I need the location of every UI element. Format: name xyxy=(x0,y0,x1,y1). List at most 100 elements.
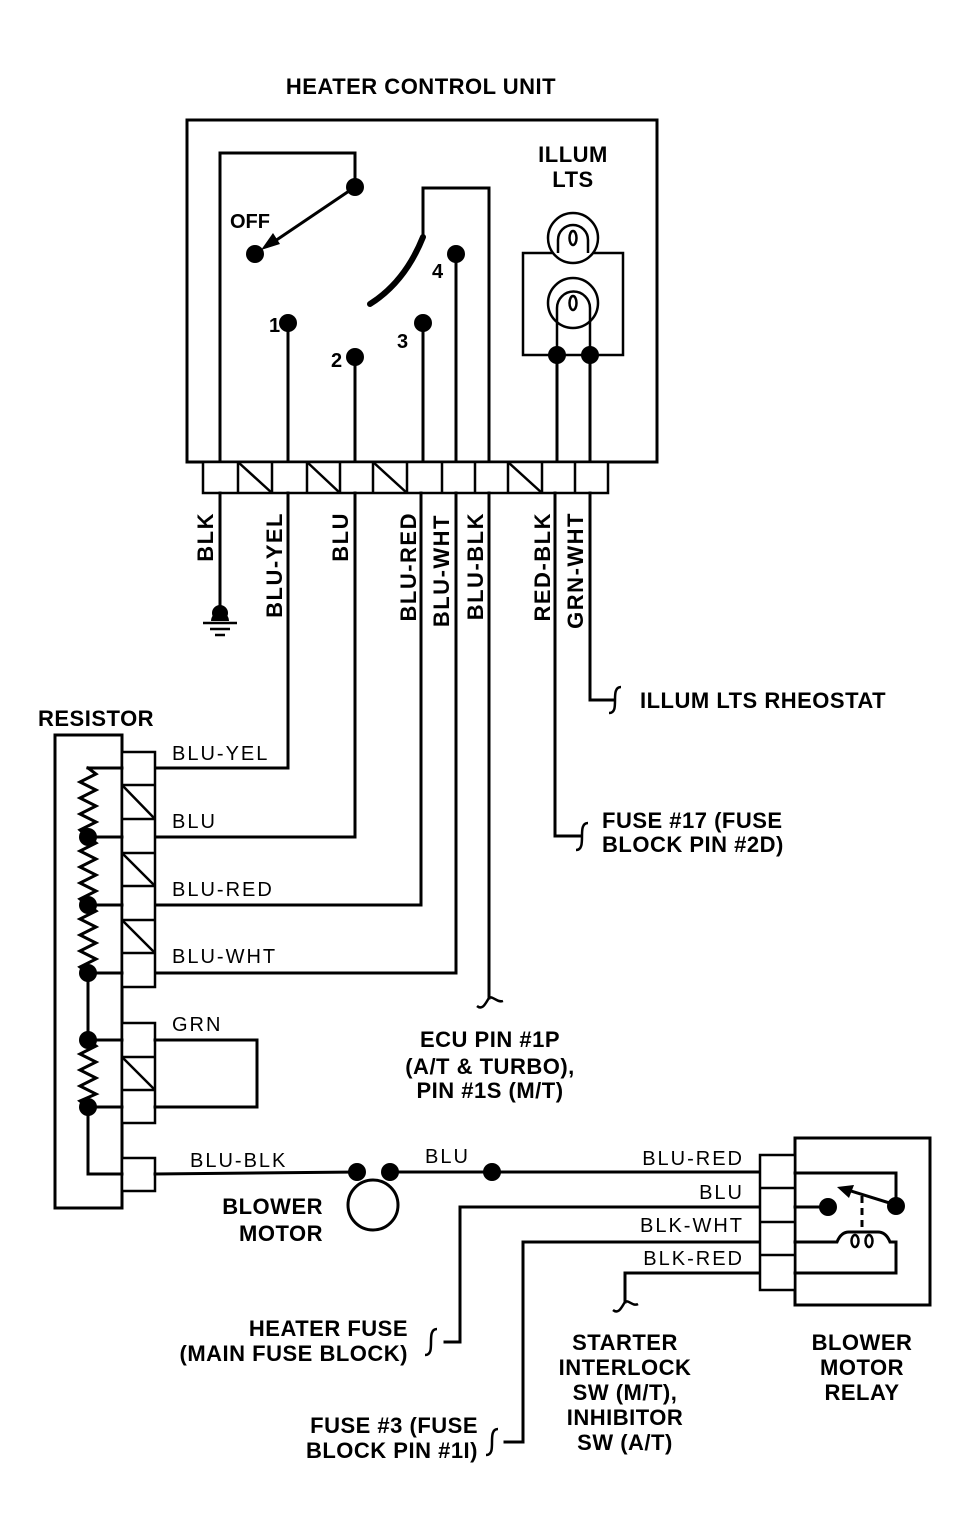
illum-label-line1: ILLUM xyxy=(538,142,608,167)
lamp-bulb-icon xyxy=(546,211,600,265)
blower-motor-label-line1: BLOWER xyxy=(222,1194,323,1219)
relay-coil-loop-icon xyxy=(850,1233,860,1249)
wire-label-blu: BLU xyxy=(328,512,353,562)
resistor-wire-label-blu: BLU xyxy=(172,811,217,833)
hcu-connector-dividers xyxy=(236,462,577,493)
hcu-pin3-dot xyxy=(414,314,432,332)
continuation-squiggle-icon xyxy=(476,996,504,1009)
dest-ecu-line2: (A/T & TURBO), xyxy=(405,1054,575,1079)
wire-grn-wht xyxy=(588,491,615,702)
dest-ecu-line3: PIN #1S (M/T) xyxy=(416,1078,563,1103)
resistor-tap-dot xyxy=(79,1098,97,1116)
switch-arrow-icon xyxy=(261,233,280,250)
wire-blk-wht-fuse3 xyxy=(503,1240,762,1444)
wire-label-grn-wht: GRN-WHT xyxy=(563,512,588,629)
wire-label-blu-yel: BLU-YEL xyxy=(262,512,287,618)
lower-destinations: HEATER FUSE (MAIN FUSE BLOCK) FUSE #3 (F… xyxy=(180,1316,691,1463)
lamp-filament-loop-icon xyxy=(568,229,578,247)
wire-blk-red-starter xyxy=(623,1271,762,1304)
ground-icon-bars xyxy=(203,621,237,637)
motor-terminal-dot xyxy=(348,1163,366,1181)
resistor-connector-dividers xyxy=(122,1055,155,1092)
blower-motor: BLU-BLK BLU BLOWER MOTOR xyxy=(153,1146,762,1246)
hcu-harness: BLK BLU-YEL BLU BLU-RED BLU-WHT BLU-BLK … xyxy=(153,491,886,1103)
hcu-connector-body xyxy=(201,460,610,495)
dest-heater-fuse-line2: (MAIN FUSE BLOCK) xyxy=(180,1341,408,1366)
resistor-tap-dot xyxy=(79,964,97,982)
motor-wire-label-blu: BLU xyxy=(425,1146,470,1168)
wire-red-blk xyxy=(553,491,582,838)
hcu-pin4-label: 4 xyxy=(432,261,444,283)
hcu-off-contact-dot xyxy=(246,245,264,263)
hcu-off-switch-wire xyxy=(218,151,357,464)
wire-blu-blk-to-motor xyxy=(153,1170,359,1176)
hcu-off-label: OFF xyxy=(230,211,270,233)
hcu-wiper-wire xyxy=(421,186,491,464)
wire-label-blu-blk: BLU-BLK xyxy=(463,512,488,620)
resistor-wire-label-grn: GRN xyxy=(172,1014,222,1036)
splice-dot xyxy=(483,1163,501,1181)
resistor-tap-dot xyxy=(79,1031,97,1049)
dest-starter-line3: SW (M/T), xyxy=(573,1380,678,1405)
illum-junction-dot xyxy=(548,346,566,364)
illum-label-line2: LTS xyxy=(552,167,593,192)
dest-fuse17-line1: FUSE #17 (FUSE xyxy=(602,808,783,833)
dest-illum-rheostat: ILLUM LTS RHEOSTAT xyxy=(640,688,886,713)
hcu-pin2-dot xyxy=(346,348,364,366)
hcu-wiper-arc xyxy=(367,234,426,307)
relay-label-line2: MOTOR xyxy=(820,1355,904,1380)
ground-dot xyxy=(212,605,228,621)
relay-common-lead xyxy=(793,1171,898,1207)
resistor-wire-label-blu-wht: BLU-WHT xyxy=(172,946,277,968)
resistor-wire-label-blu-red: BLU-RED xyxy=(172,879,274,901)
resistor-output-connector xyxy=(120,1156,157,1193)
dest-fuse3-line1: FUSE #3 (FUSE xyxy=(310,1413,478,1438)
resistor-tap-dot xyxy=(79,896,97,914)
resistor-connector-empty-cavities xyxy=(121,1056,156,1091)
lamp-filament-loop-icon xyxy=(568,294,578,312)
relay-wire-label-blu: BLU xyxy=(699,1182,744,1204)
switch-arrow-icon xyxy=(837,1185,854,1198)
dest-starter-line5: SW (A/T) xyxy=(577,1430,673,1455)
relay-contact-dot xyxy=(887,1197,905,1215)
continuation-squiggle-icon xyxy=(485,1427,499,1457)
motor-wire-label-blu-blk: BLU-BLK xyxy=(190,1150,287,1172)
resistor-internal-leads xyxy=(86,835,124,1176)
relay-label-line1: BLOWER xyxy=(812,1330,913,1355)
continuation-squiggle-icon xyxy=(424,1327,438,1357)
wire-grn-loop xyxy=(153,1038,259,1109)
wire-label-blk: BLK xyxy=(193,512,218,562)
illum-junction-dot xyxy=(581,346,599,364)
wire-blu-red xyxy=(153,491,423,907)
resistor-connector-empty-cavities xyxy=(121,784,156,954)
relay-wire-label-blu-red: BLU-RED xyxy=(642,1148,744,1170)
relay-connector-dividers xyxy=(760,1186,795,1257)
dest-starter-line4: INHIBITOR xyxy=(567,1405,684,1430)
relay-coil-loop-icon xyxy=(864,1233,874,1249)
blower-motor-label-line2: MOTOR xyxy=(239,1221,323,1246)
continuation-squiggle-icon xyxy=(575,821,589,852)
dest-fuse3-line2: BLOCK PIN #1I) xyxy=(306,1438,478,1463)
hcu-connector-empty-cavities xyxy=(237,461,543,494)
wire-label-red-blk: RED-BLK xyxy=(530,512,555,622)
hcu-connector xyxy=(201,460,610,495)
dest-fuse17-line2: BLOCK PIN #2D) xyxy=(602,832,784,857)
resistor-element-icon xyxy=(76,765,100,840)
resistor-tap-dot xyxy=(79,828,97,846)
wire-blu-heater-fuse xyxy=(443,1205,762,1344)
relay-label-line3: RELAY xyxy=(824,1380,899,1405)
relay-wire-label-blk-wht: BLK-WHT xyxy=(640,1215,744,1237)
resistor-element-icon xyxy=(76,902,100,976)
hcu-off-switch-arm xyxy=(269,184,358,246)
resistor-connector-dividers xyxy=(122,783,155,955)
relay-contact-dot xyxy=(819,1198,837,1216)
hcu-pin1-label: 1 xyxy=(269,315,280,337)
heater-control-unit: HEATER CONTROL UNIT OFF 1 2 3 4 ILLUM LT… xyxy=(185,74,659,495)
relay-wire-label-blk-red: BLK-RED xyxy=(643,1248,744,1270)
resistor-element-icon xyxy=(76,834,100,908)
wire-blu-wht xyxy=(153,491,458,975)
resistor-wire-label-blu-yel: BLU-YEL xyxy=(172,743,269,765)
relay-coil-icon xyxy=(793,1230,898,1275)
wire-blu-yel xyxy=(153,491,290,770)
